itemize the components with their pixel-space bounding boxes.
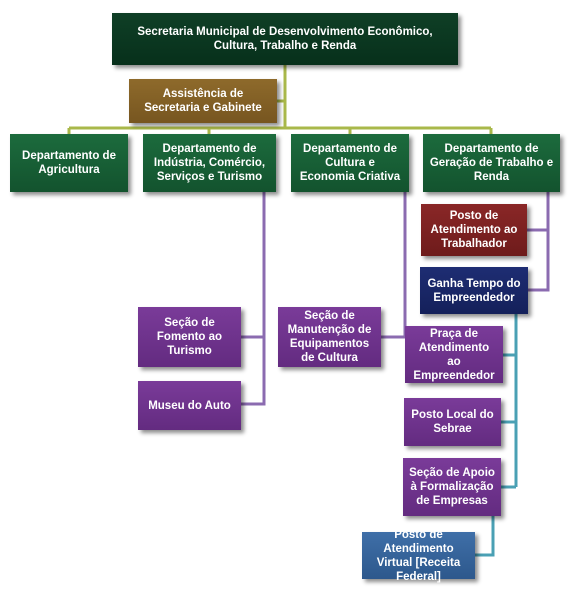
culture-maintenance-box: Seção de Manutenção de Equipamentos de C… bbox=[278, 307, 381, 367]
virtual-link-line bbox=[475, 516, 495, 557]
entrepreneur-square-label: Praça de Atendimento ao Empreendedor bbox=[413, 327, 495, 382]
dept-industry-box: Departamento de Indústria, Comércio, Ser… bbox=[143, 134, 276, 192]
virtual-service-post-box: Posto de Atendimento Virtual [Receita Fe… bbox=[362, 529, 475, 583]
dept-employment-label: Departamento de Geração de Trabalho e Re… bbox=[429, 143, 554, 183]
assistance-label: Assistência de Secretaria e Gabinete bbox=[144, 88, 262, 114]
culture-branch-line bbox=[381, 192, 407, 339]
dept-culture-box: Departamento de Cultura e Economia Criat… bbox=[291, 134, 409, 192]
root-secretaria-box: Secretaria Municipal de Desenvolvimento … bbox=[112, 13, 458, 65]
formalization-support-box: Seção de Apoio à Formalização de Empresa… bbox=[403, 458, 501, 516]
assistance-box: Assistência de Secretaria e Gabinete bbox=[129, 79, 277, 123]
teal-connectors bbox=[475, 314, 518, 557]
culture-maintenance-label: Seção de Manutenção de Equipamentos de C… bbox=[287, 310, 372, 364]
formalization-support-label: Seção de Apoio à Formalização de Empresa… bbox=[409, 467, 495, 507]
dept-culture-label: Departamento de Cultura e Economia Criat… bbox=[299, 143, 401, 183]
ganha-tempo-box: Ganha Tempo do Empreendedor bbox=[420, 267, 528, 314]
ganha-tempo-label: Ganha Tempo do Empreendedor bbox=[427, 277, 521, 304]
dept-agriculture-box: Departamento de Agricultura bbox=[10, 134, 128, 192]
industry-branch-line bbox=[241, 192, 266, 406]
dept-agriculture-label: Departamento de Agricultura bbox=[22, 150, 116, 176]
sebrae-post-label: Posto Local do Sebrae bbox=[411, 409, 494, 435]
main-connectors bbox=[67, 65, 493, 134]
museum-label: Museu do Auto bbox=[148, 399, 231, 412]
worker-service-post-box: Posto de Atendimento ao Trabalhador bbox=[421, 204, 527, 256]
sebrae-post-box: Posto Local do Sebrae bbox=[404, 398, 501, 446]
worker-service-post-label: Posto de Atendimento ao Trabalhador bbox=[430, 210, 518, 250]
tourism-section-label: Seção de Fomento ao Turismo bbox=[156, 317, 223, 357]
dept-industry-label: Departamento de Indústria, Comércio, Ser… bbox=[153, 143, 266, 183]
root-secretaria-label: Secretaria Municipal de Desenvolvimento … bbox=[137, 26, 433, 52]
employment-branch-line bbox=[528, 192, 550, 292]
tourism-section-box: Seção de Fomento ao Turismo bbox=[138, 307, 241, 367]
dept-employment-box: Departamento de Geração de Trabalho e Re… bbox=[423, 134, 560, 192]
entrepreneur-square-box: Praça de Atendimento ao Empreendedor bbox=[405, 326, 503, 383]
virtual-service-post-label: Posto de Atendimento Virtual [Receita Fe… bbox=[376, 528, 461, 583]
museum-box: Museu do Auto bbox=[138, 381, 241, 430]
